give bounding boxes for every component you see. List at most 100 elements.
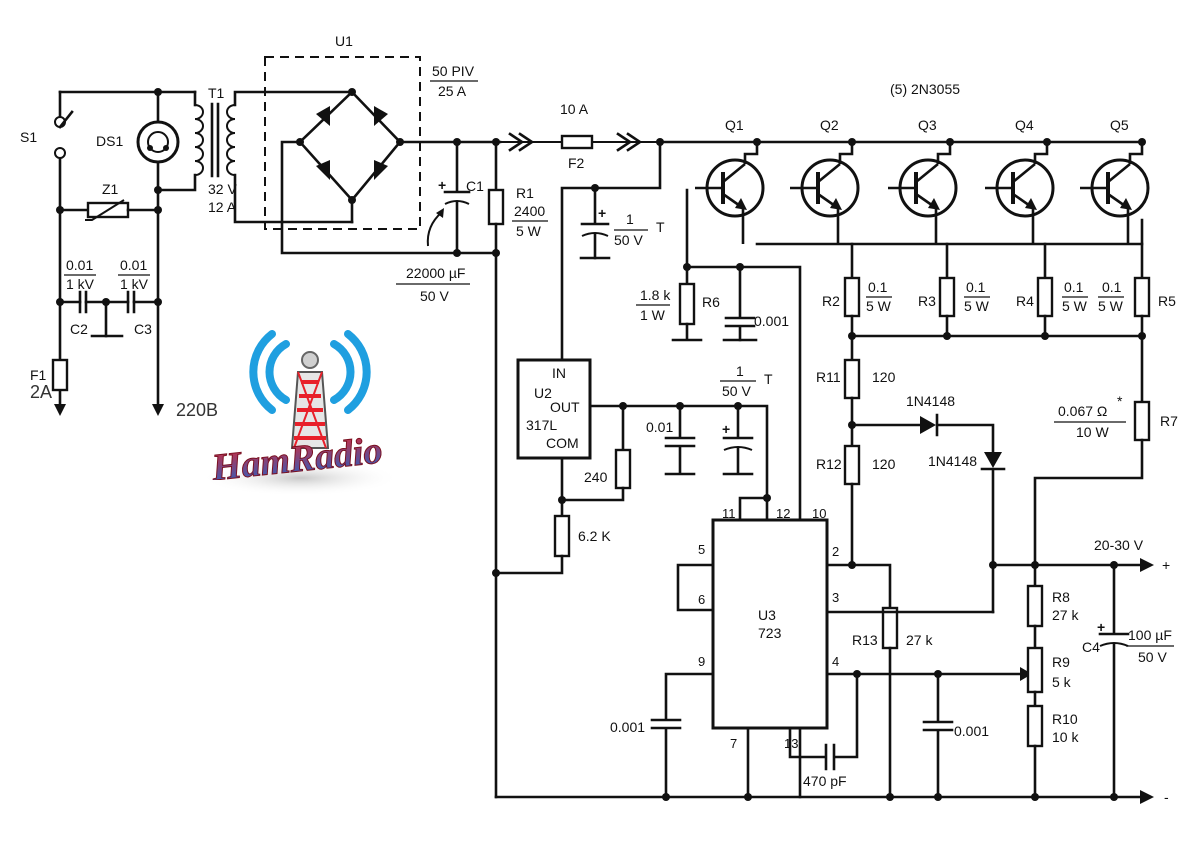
resistor-r5 [1133,276,1151,318]
r1-rating: 5 W [516,223,542,239]
transformer-label: T1 [208,85,225,101]
mains-terminal-arrow [152,404,164,416]
u3-pin-12: 12 [776,506,790,521]
resistor-r1 [487,188,505,226]
transistor-q3: Q3 [888,117,958,244]
transformer-current: 12 A [208,199,237,215]
cap-0001-r6-value: 0.001 [754,313,789,329]
svg-text:+: + [722,421,730,437]
cap-1uf-top-rating: 50 V [614,232,643,248]
transistor-label: Q4 [1015,117,1034,133]
cap-1uf-u2-type: T [764,371,773,387]
u3-pin-5: 5 [698,542,705,557]
r7-value: 0.067 Ω [1058,403,1107,419]
cap-1uf-u2-value: 1 [736,363,744,379]
transistor-q1: Q1 [695,117,765,244]
u3-pin-2: 2 [832,544,839,559]
transformer-t1: T1 32 V 12 A [156,85,354,224]
cap-0001-pin4-value: 0.001 [954,723,989,739]
c1-rating: 50 V [420,288,449,304]
fuse-f1-label: F1 [30,367,47,383]
r7-rating: 10 W [1076,424,1109,440]
transistor-q2: Q2 [790,117,860,244]
u3-part: 723 [758,625,782,641]
resistor-240 [614,448,632,490]
transistor-q5: Q5 [1080,117,1150,244]
fuse-f2-rating: 10 A [560,101,589,117]
potentiometer-r9 [1026,646,1044,694]
u3-pin-3: 3 [832,590,839,605]
resistor-r8 [1026,584,1044,628]
r11-value: 120 [872,369,896,385]
cap-001-u2-value: 0.01 [646,419,673,435]
r4-value: 0.1 [1064,279,1084,295]
output-minus: - [1164,789,1169,805]
mains-voltage: 220В [176,400,218,420]
resistor-6-2k [553,514,571,558]
r13-value: 27 k [906,632,933,648]
r12-value: 120 [872,456,896,472]
svg-text:+: + [1097,619,1105,635]
r5-value: 0.1 [1102,279,1122,295]
r4-label: R4 [1016,293,1034,309]
junction-dot [1043,138,1051,146]
r5-label: R5 [1158,293,1176,309]
u3-pin-10: 10 [812,506,826,521]
fuse-f1 [51,358,69,392]
u3-pin-6: 6 [698,592,705,607]
cap-1uf-top-type: T [656,219,665,235]
r7-star: * [1117,393,1123,409]
r8-value: 27 k [1052,607,1079,623]
r1-value: 2400 [514,203,545,219]
r6-value: 1.8 k [640,287,671,303]
r3-label: R3 [918,293,936,309]
varistor-label: Z1 [102,181,119,197]
c3-value: 0.01 [120,257,147,273]
regulator-u3: U3 723 11 12 10 5 6 9 2 3 4 7 13 R13 27 … [610,494,1032,799]
bridge-current: 25 A [438,83,467,99]
switch-contact-bottom [54,147,66,159]
u3-pin-11: 11 [722,506,736,521]
resistor-r4 [1036,276,1054,318]
r240-value: 240 [584,469,608,485]
transistor-label: Q2 [820,117,839,133]
transistor-label: Q5 [1110,117,1129,133]
output-voltage: 20-30 V [1094,537,1144,553]
svg-text:+: + [438,177,446,193]
transformer-voltage: 32 V [208,181,237,197]
regulator-u2: IN U2 OUT 317L COM 240 6.2 K 0.01 + 1 50… [494,358,773,575]
svg-text:+: + [598,205,606,221]
fuse-f2 [560,134,594,150]
mains-input: S1 DS1 Z1 0.01 1 kV 0.01 1 kV C2 C3 F1 2… [20,88,218,420]
u3-name: U3 [758,607,776,623]
bridge-diamond [298,90,402,202]
fuse-f2-label: F2 [568,155,585,171]
lamp-label: DS1 [96,133,123,149]
transistor-q4: Q4 [985,117,1055,244]
u3-pin-9: 9 [698,654,705,669]
r9-value: 5 k [1052,674,1072,690]
r3-rating: 5 W [964,298,990,314]
r9-label: R9 [1052,654,1070,670]
r13-label: R13 [852,632,878,648]
r10-label: R10 [1052,711,1078,727]
r2-value: 0.1 [868,279,888,295]
u2-part: 317L [526,417,557,433]
switch-blade [58,110,74,129]
resistor-r6 [678,282,696,326]
resistor-r2 [843,276,861,318]
r8-label: R8 [1052,589,1070,605]
u3-body [711,518,829,730]
logo-wordmark: HamRadio [208,430,384,480]
r10-value: 10 k [1052,729,1079,745]
c4-value: 100 µF [1128,627,1172,643]
cap-0001-pin9-value: 0.001 [610,719,645,735]
r2-rating: 5 W [866,298,892,314]
filter-section: + C1 22000 µF 50 V R1 2400 5 W 10 A F2 +… [396,101,1144,799]
c2-value: 0.01 [66,257,93,273]
junction-dot [848,138,856,146]
fuse-f1-rating: 2A [30,382,52,402]
junction-dot [753,138,761,146]
radio-tower-icon [290,351,330,449]
bridge-u1: U1 50 PIV 25 A [264,33,497,255]
